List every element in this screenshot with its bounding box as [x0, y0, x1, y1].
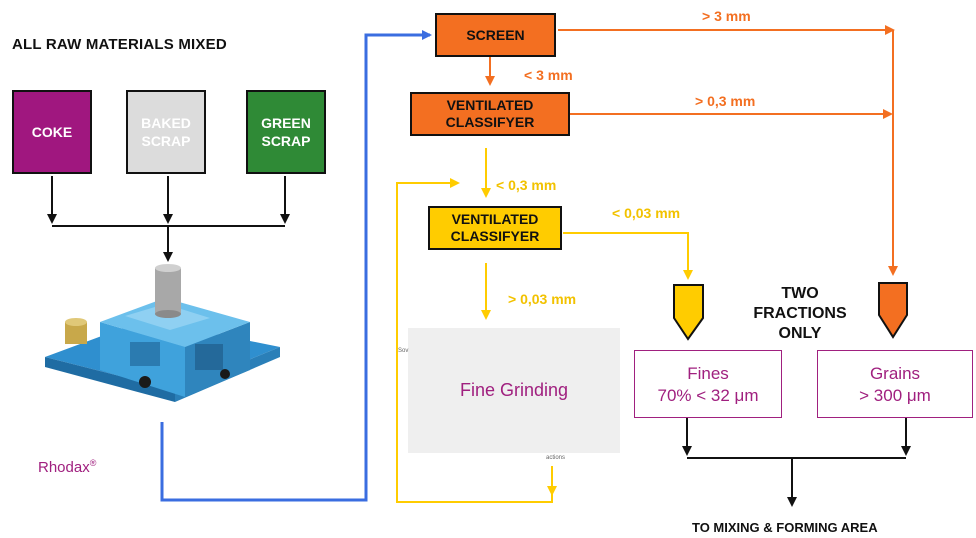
- label-gt-03mm: > 0,3 mm: [695, 93, 756, 109]
- fines-detail: 70% < 32 μm: [657, 386, 759, 405]
- fines-title: Fines: [687, 364, 729, 383]
- label-lt-3mm: < 3 mm: [524, 67, 573, 83]
- fine-grinding-tag-bottom: actions: [546, 455, 566, 461]
- green-scrap-box: GREEN SCRAP: [246, 90, 326, 174]
- materials-merge-lines: [47, 176, 290, 262]
- feed-line: [160, 30, 432, 502]
- rhodax-label: Rhodax®: [38, 458, 96, 476]
- label-lt-03mm: < 0,3 mm: [496, 177, 557, 193]
- ventilated-classifier-2-box: VENTILATED CLASSIFYER: [428, 206, 562, 250]
- grains-title: Grains: [869, 364, 921, 383]
- rhodax-name: Rhodax: [38, 459, 90, 476]
- fines-box: Fines 70% < 32 μm: [634, 350, 782, 418]
- coke-box: COKE: [12, 90, 92, 174]
- destination-label: TO MIXING & FORMING AREA: [692, 520, 878, 535]
- grains-box: Grains > 300 μm: [817, 350, 973, 418]
- fine-grinding-tag-left: Sov: [398, 348, 409, 354]
- label-lt-003mm: < 0,03 mm: [612, 205, 681, 221]
- baked-scrap-box: BAKED SCRAP: [126, 90, 206, 174]
- label-gt-3mm: > 3 mm: [702, 8, 751, 24]
- rhodax-trademark: ®: [89, 458, 97, 468]
- grains-detail: > 300 μm: [859, 386, 931, 405]
- output-merge-lines: [682, 417, 911, 507]
- label-gt-003mm: > 0,03 mm: [508, 291, 577, 307]
- two-fractions-note: TWO FRACTIONS ONLY: [753, 285, 847, 342]
- rhodax-crusher-image: [45, 264, 280, 402]
- fine-grinding-box: Fine Grinding: [408, 328, 620, 453]
- screen-box: SCREEN: [435, 13, 556, 57]
- grains-arrow: [878, 282, 908, 339]
- fines-arrow: [673, 284, 704, 341]
- ventilated-classifier-1-box: VENTILATED CLASSIFYER: [410, 92, 570, 136]
- diagram-title: ALL RAW MATERIALS MIXED: [12, 36, 227, 53]
